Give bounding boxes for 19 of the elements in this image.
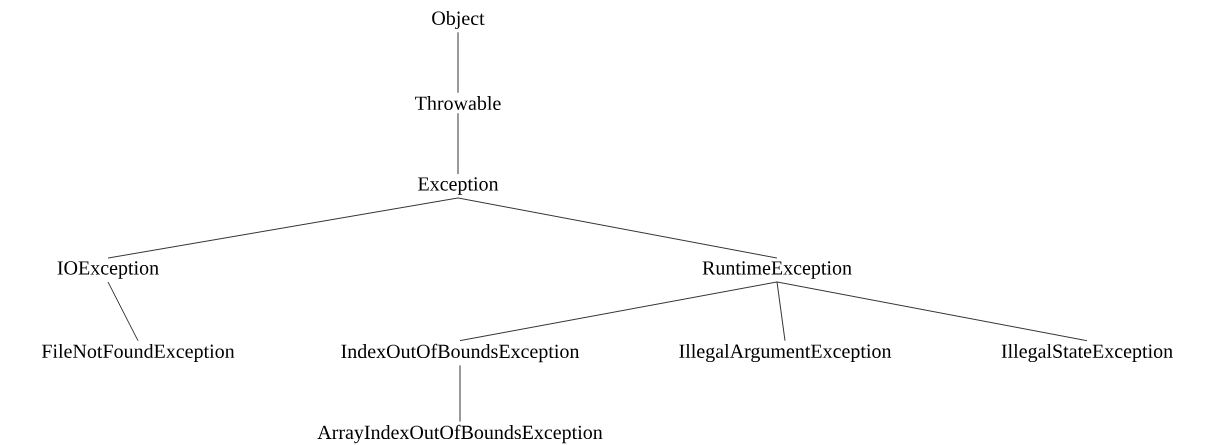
class-name: IllegalStateException bbox=[1001, 343, 1173, 363]
connector-line bbox=[107, 281, 139, 342]
connector-line bbox=[457, 197, 778, 259]
class-name: Exception bbox=[418, 177, 499, 195]
class-name: RuntimeException bbox=[702, 261, 852, 279]
connector-line bbox=[459, 364, 461, 422]
connector-line bbox=[776, 281, 1088, 342]
connector-line bbox=[457, 112, 459, 175]
connector-line bbox=[459, 281, 778, 342]
class-name: Throwable bbox=[415, 95, 501, 111]
class-name: IllegalArgumentException bbox=[679, 343, 892, 363]
class-name: IndexOutOfBoundsException bbox=[341, 343, 580, 363]
connector-line bbox=[457, 31, 459, 94]
class-name: IOException bbox=[57, 261, 159, 279]
class-name: FileNotFoundException bbox=[41, 343, 235, 363]
connector-line bbox=[776, 281, 786, 342]
class-name: Object bbox=[432, 10, 485, 30]
connector-line bbox=[107, 197, 459, 259]
class-name: ArrayIndexOutOfBoundsException bbox=[317, 424, 603, 444]
